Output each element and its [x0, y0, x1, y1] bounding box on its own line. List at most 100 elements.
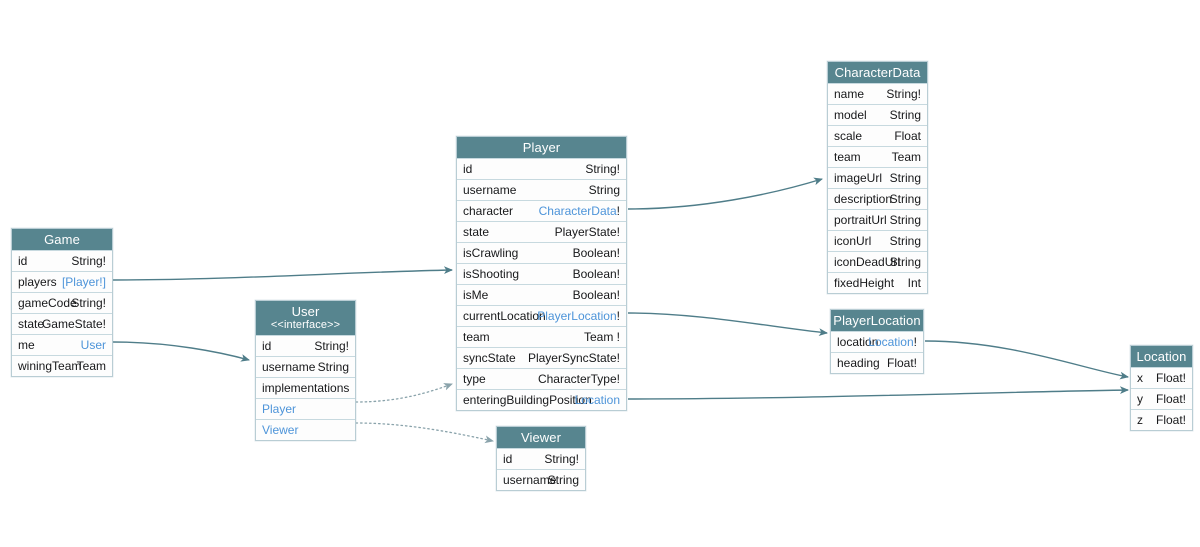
field-type: String	[889, 108, 921, 122]
field-game-me[interactable]: me User	[12, 334, 112, 355]
field-game-state[interactable]: state GameState!	[12, 313, 112, 334]
entity-character-data-title: CharacterData	[828, 62, 927, 83]
entity-viewer-title: Viewer	[497, 427, 585, 448]
field-name: isShooting	[463, 267, 520, 281]
entity-game[interactable]: Game id String! players [Player!] gameCo…	[11, 228, 113, 377]
field-user-username[interactable]: username String	[256, 356, 355, 377]
field-type: PlayerState!	[554, 225, 620, 239]
field-player-state[interactable]: state PlayerState!	[457, 221, 626, 242]
field-type: Location!	[868, 335, 917, 349]
field-type: String!	[585, 162, 620, 176]
entity-player[interactable]: Player id String! username String charac…	[456, 136, 627, 411]
entity-viewer[interactable]: Viewer id String! username String	[496, 426, 586, 491]
field-name: location	[837, 335, 879, 349]
user-implementation-viewer[interactable]: Viewer	[256, 419, 355, 440]
field-name: me	[18, 338, 35, 352]
field-characterdata-description[interactable]: description String	[828, 188, 927, 209]
field-playerlocation-heading[interactable]: heading Float!	[831, 352, 923, 373]
field-type: String!	[71, 296, 106, 310]
user-implementation-player[interactable]: Player	[256, 398, 355, 419]
field-name: team	[463, 330, 490, 344]
field-game-id[interactable]: id String!	[12, 250, 112, 271]
field-location-z[interactable]: z Float!	[1131, 409, 1192, 430]
field-location-y[interactable]: y Float!	[1131, 388, 1192, 409]
field-name: players	[18, 275, 57, 289]
field-location-x[interactable]: x Float!	[1131, 367, 1192, 388]
field-player-id[interactable]: id String!	[457, 158, 626, 179]
field-player-isme[interactable]: isMe Boolean!	[457, 284, 626, 305]
field-characterdata-name[interactable]: name String!	[828, 83, 927, 104]
field-name: fixedHeight	[834, 276, 895, 290]
field-type: Float!	[1155, 413, 1186, 427]
field-name: id	[18, 254, 28, 268]
field-type: Float	[894, 129, 921, 143]
field-characterdata-imageurl[interactable]: imageUrl String	[828, 167, 927, 188]
field-name: id	[503, 452, 513, 466]
field-player-character[interactable]: character CharacterData!	[457, 200, 626, 221]
edge-player-enteringbuildingposition-to-location	[627, 386, 1129, 400]
field-characterdata-portraiturl[interactable]: portraitUrl String	[828, 209, 927, 230]
field-type: CharacterType!	[537, 372, 620, 386]
field-player-team[interactable]: team Team !	[457, 326, 626, 347]
field-characterdata-fixedheight[interactable]: fixedHeight Int	[828, 272, 927, 293]
field-game-winingteam[interactable]: winingTeam Team	[12, 355, 112, 376]
field-name: enteringBuildingPosition	[463, 393, 592, 407]
field-characterdata-scale[interactable]: scale Float	[828, 125, 927, 146]
field-viewer-id[interactable]: id String!	[497, 448, 585, 469]
field-characterdata-team[interactable]: team Team	[828, 146, 927, 167]
entity-character-data[interactable]: CharacterData name String! model String …	[827, 61, 928, 294]
field-type: Float!	[886, 356, 917, 370]
entity-user-title: User <<interface>>	[256, 301, 355, 335]
field-type: String	[889, 192, 921, 206]
field-type: Team	[891, 150, 921, 164]
field-viewer-username[interactable]: username String	[497, 469, 585, 490]
field-name: username	[463, 183, 517, 197]
entity-user[interactable]: User <<interface>> id String! username S…	[255, 300, 356, 441]
field-game-gamecode[interactable]: gameCode String!	[12, 292, 112, 313]
field-player-syncstate[interactable]: syncState PlayerSyncState!	[457, 347, 626, 368]
field-player-iscrawling[interactable]: isCrawling Boolean!	[457, 242, 626, 263]
entity-player-location-title: PlayerLocation	[831, 310, 923, 331]
field-game-players[interactable]: players [Player!]	[12, 271, 112, 292]
field-type: Float!	[1155, 392, 1186, 406]
field-name: iconDeadUrl	[834, 255, 901, 269]
field-type: PlayerSyncState!	[527, 351, 620, 365]
field-name: model	[834, 108, 867, 122]
field-player-isshooting[interactable]: isShooting Boolean!	[457, 263, 626, 284]
field-type: Int	[907, 276, 921, 290]
field-type: String	[588, 183, 620, 197]
field-name: gameCode	[18, 296, 77, 310]
field-player-enteringbuildingposition[interactable]: enteringBuildingPosition Location	[457, 389, 626, 410]
field-name: team	[834, 150, 861, 164]
entity-player-location[interactable]: PlayerLocation location Location! headin…	[830, 309, 924, 374]
field-name: id	[262, 339, 272, 353]
field-name: state	[18, 317, 45, 331]
field-name: character	[463, 204, 514, 218]
edge-player-currentlocation-to-playerlocation	[627, 312, 828, 337]
field-type: String	[547, 473, 579, 487]
entity-location[interactable]: Location x Float! y Float! z Float!	[1130, 345, 1193, 431]
edge-user-implements-viewer	[355, 422, 494, 444]
field-name: currentLocation	[463, 309, 546, 323]
field-name: id	[463, 162, 473, 176]
field-player-username[interactable]: username String	[457, 179, 626, 200]
field-type: User	[80, 338, 106, 352]
field-name: username	[503, 473, 557, 487]
field-type: String	[889, 255, 921, 269]
field-name: syncState	[463, 351, 516, 365]
field-type: String!	[71, 254, 106, 268]
field-characterdata-model[interactable]: model String	[828, 104, 927, 125]
field-player-currentlocation[interactable]: currentLocation PlayerLocation!	[457, 305, 626, 326]
implementation-name: Player	[262, 402, 297, 416]
field-playerlocation-location[interactable]: location Location!	[831, 331, 923, 352]
field-name: username	[262, 360, 316, 374]
field-type: String!	[544, 452, 579, 466]
field-user-id[interactable]: id String!	[256, 335, 355, 356]
field-player-type[interactable]: type CharacterType!	[457, 368, 626, 389]
field-characterdata-iconurl[interactable]: iconUrl String	[828, 230, 927, 251]
field-name: name	[834, 87, 865, 101]
field-name: description	[834, 192, 893, 206]
field-characterdata-icondeadurl[interactable]: iconDeadUrl String	[828, 251, 927, 272]
field-name: portraitUrl	[834, 213, 887, 227]
